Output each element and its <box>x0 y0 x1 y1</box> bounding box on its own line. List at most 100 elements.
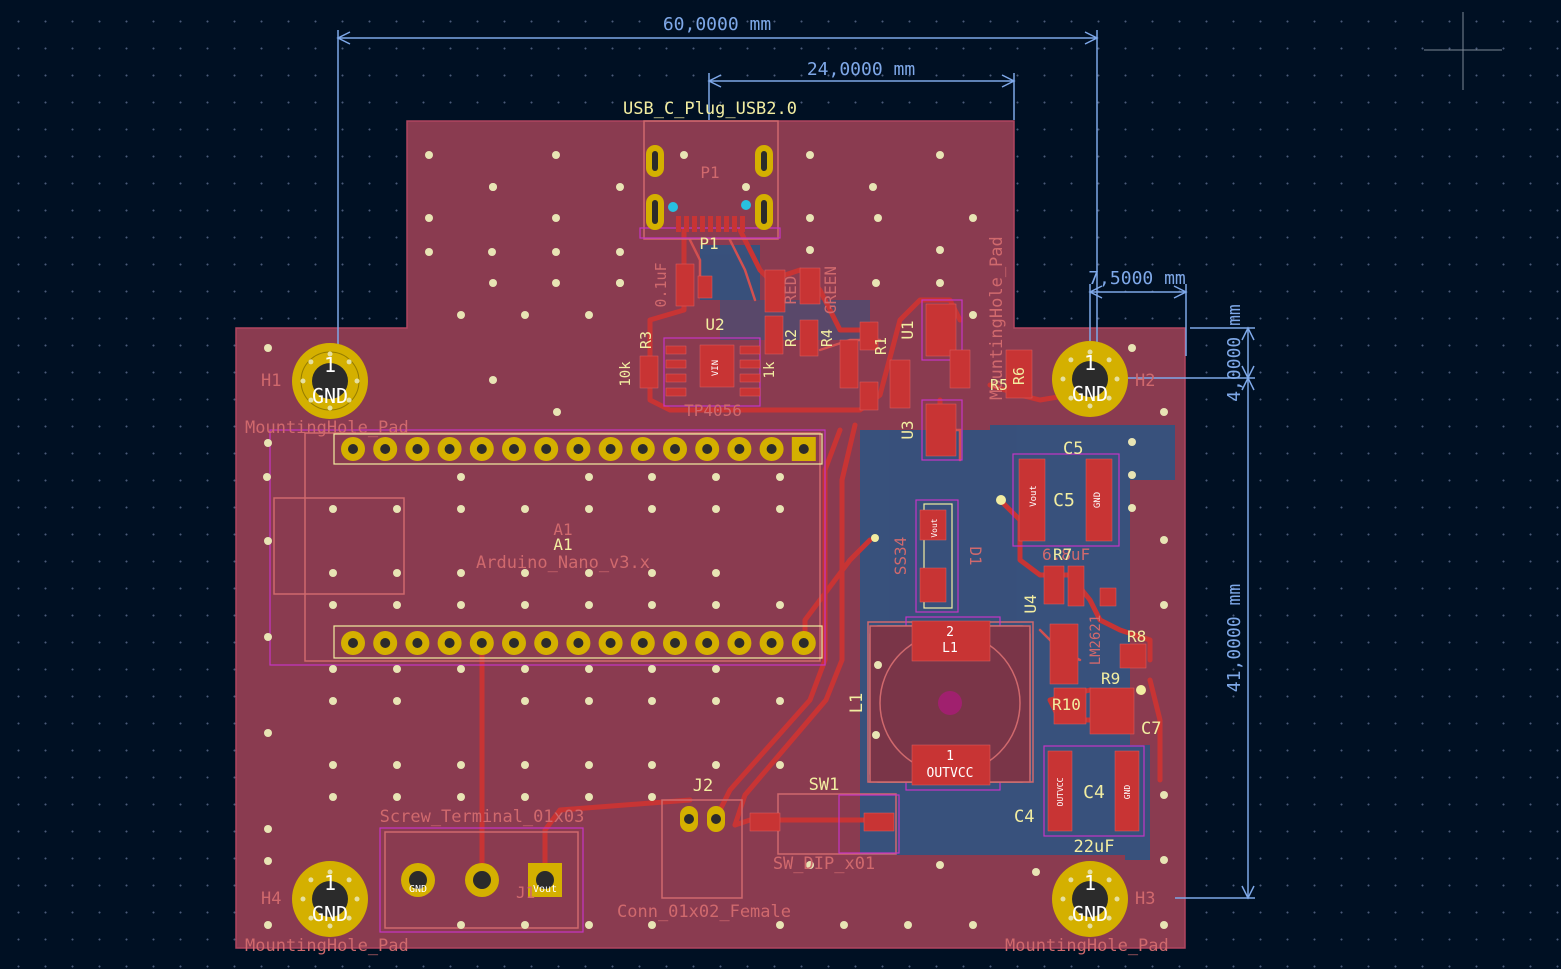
mounting-via <box>300 896 306 902</box>
via <box>648 569 656 577</box>
u2-pad-vin: VIN <box>711 360 721 376</box>
via <box>457 505 465 513</box>
r5-label: R5 <box>990 376 1008 394</box>
via <box>457 569 465 577</box>
via <box>521 697 529 705</box>
green-led-label: GREEN <box>821 266 840 314</box>
via <box>264 921 272 929</box>
via <box>393 697 401 705</box>
via <box>936 861 944 869</box>
via <box>969 921 977 929</box>
header-pin-hole <box>670 638 680 648</box>
d1-label: D1 <box>966 546 985 565</box>
header-pin-hole <box>380 638 391 648</box>
header-pin-hole <box>509 638 519 648</box>
header-pin-hole <box>412 444 423 454</box>
screw-terminal-j1[interactable] <box>401 863 562 897</box>
dim-width: 60,0000 mm <box>663 14 771 35</box>
via <box>457 473 465 481</box>
header-pin-hole <box>573 444 584 454</box>
mounting-via <box>346 915 352 921</box>
h2-label: H2 <box>1135 371 1155 391</box>
tp4056-label: TP4056 <box>684 401 742 420</box>
header-pin-hole <box>670 444 680 454</box>
lm2621-label: LM2621 <box>1088 615 1104 666</box>
via <box>489 279 497 287</box>
conn-value-label: Conn_01x02_Female <box>617 902 791 922</box>
mounting-via <box>308 359 314 365</box>
r6-label: R6 <box>1010 367 1028 385</box>
l1-pad2-name: L1 <box>942 641 958 656</box>
via <box>264 439 272 447</box>
usb-c-p1[interactable] <box>646 145 773 232</box>
via <box>1128 344 1136 352</box>
via <box>806 246 814 254</box>
screw-value-label: Screw_Terminal_01x03 <box>380 807 585 827</box>
via <box>840 921 848 929</box>
via <box>712 665 720 673</box>
via <box>776 473 784 481</box>
via <box>425 248 433 256</box>
r7-label: R7 <box>1053 545 1072 564</box>
header-pin-hole <box>476 444 487 454</box>
r10-label: R10 <box>1052 695 1081 714</box>
via-field <box>263 151 1168 929</box>
header-pin-hole <box>444 638 455 648</box>
connector-j2[interactable] <box>680 806 725 832</box>
dim-connector-spacing: 24,0000 mm <box>807 59 915 80</box>
u3-label: U3 <box>898 420 917 439</box>
r3-value: 10k <box>618 361 634 387</box>
header-pin-hole <box>444 444 455 454</box>
red-led-label: RED <box>781 276 800 305</box>
via <box>457 601 465 609</box>
h1-value-label: MountingHole_Pad <box>245 418 409 438</box>
via <box>329 665 337 673</box>
h3-pad-num: 1 <box>1084 871 1096 895</box>
header-pin-hole <box>798 444 809 454</box>
h1-pad-net: GND <box>312 384 348 408</box>
sw1-label: SW1 <box>809 775 840 795</box>
c5-pad-gnd: GND <box>1093 492 1103 508</box>
c4-pad-gnd: GND <box>1123 785 1132 800</box>
d1-pad-vout: Vout <box>930 518 939 537</box>
via <box>776 601 784 609</box>
via <box>393 601 401 609</box>
via <box>393 761 401 769</box>
via <box>872 731 880 739</box>
via <box>936 279 944 287</box>
via <box>521 311 529 319</box>
header-pin-hole <box>766 444 777 454</box>
h2-pad-num: 1 <box>1084 351 1096 375</box>
ss34-label: SS34 <box>891 537 910 576</box>
via <box>904 921 912 929</box>
mounting-via <box>1087 403 1093 409</box>
via <box>648 473 656 481</box>
via <box>648 665 656 673</box>
header-pin-hole <box>348 638 358 648</box>
via <box>874 661 882 669</box>
via <box>712 505 720 513</box>
r1-label: R1 <box>872 337 890 355</box>
j2-label: J2 <box>693 776 713 796</box>
screw-gnd-pad: GND <box>409 884 427 895</box>
mounting-via <box>1114 896 1120 902</box>
a1-ref-label: A1 <box>553 535 572 554</box>
via <box>712 569 720 577</box>
mounting-via <box>1068 915 1074 921</box>
via <box>680 151 688 159</box>
r2-label: R2 <box>782 329 800 347</box>
via <box>329 697 337 705</box>
via <box>1128 438 1136 446</box>
via <box>874 214 882 222</box>
h2-pad-net: GND <box>1072 382 1108 406</box>
header-pin-hole <box>412 638 423 648</box>
via <box>552 248 560 256</box>
via <box>521 569 529 577</box>
via <box>393 569 401 577</box>
header-pin-hole <box>573 638 584 648</box>
via <box>969 214 977 222</box>
header-pin-hole <box>734 638 745 648</box>
via <box>585 569 593 577</box>
via <box>936 246 944 254</box>
